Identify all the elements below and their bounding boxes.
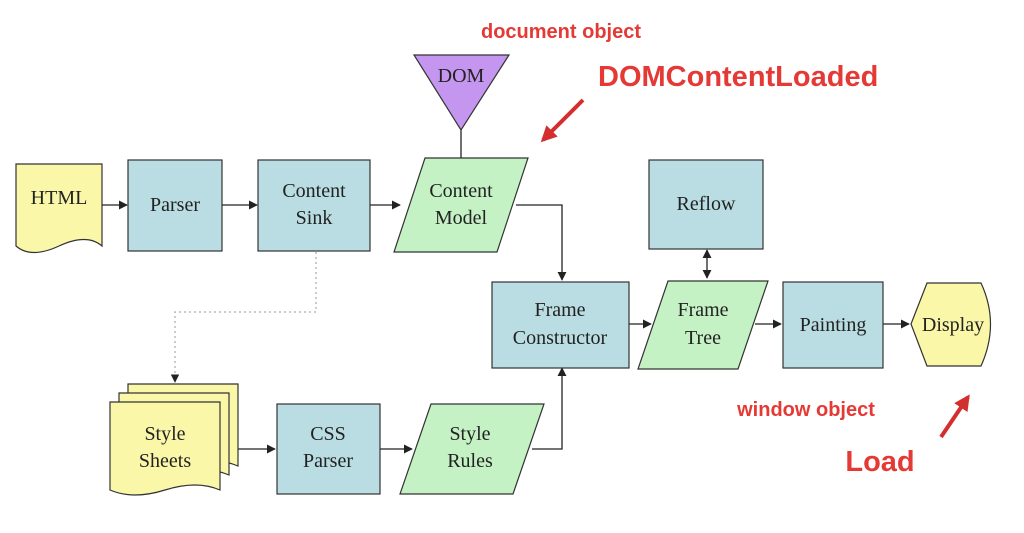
node-display: Display [910,282,992,367]
node-reflow: Reflow [648,159,764,250]
node-content-model-line1: Content [429,180,493,202]
node-painting: Painting [782,281,884,369]
node-parser-label: Parser [150,194,200,216]
node-parser: Parser [127,159,223,252]
node-frame-tree-line2: Tree [685,327,721,349]
node-css-parser-line1: CSS [310,423,346,445]
load-label: Load [845,446,914,478]
node-html: HTML [15,163,103,254]
node-content-model: Content Model [393,157,529,253]
node-content-sink: Content Sink [257,159,371,252]
node-content-sink-line1: Content [282,180,346,202]
node-style-sheets-line2: Sheets [139,450,191,472]
node-style-sheets: Style Sheets [109,383,239,496]
node-frame-tree-line1: Frame [677,299,728,321]
edge-model-constructor [516,204,567,281]
window-object-label: window object [736,399,875,421]
node-frame-tree: Frame Tree [637,280,769,370]
load-arrow [939,394,970,439]
node-dom: DOM [412,54,511,132]
dom-content-loaded-arrow [540,98,585,143]
node-content-sink-line2: Sink [296,207,333,229]
dom-content-loaded-label: DOMContentLoaded [598,61,878,93]
node-painting-label: Painting [800,314,867,336]
node-css-parser: CSS Parser [276,403,381,495]
edge-sink-stylesheets [170,252,317,383]
node-frame-constructor: Frame Constructor [491,281,630,369]
node-html-label: HTML [31,187,88,209]
node-style-rules-line2: Rules [447,450,493,472]
edge-rules-constructor [532,367,567,450]
node-display-label: Display [922,314,984,336]
node-content-model-line2: Model [435,207,488,229]
node-style-rules-line1: Style [449,423,490,445]
node-frame-constructor-line1: Frame [534,299,585,321]
node-style-sheets-line1: Style [144,423,185,445]
node-reflow-label: Reflow [677,193,736,215]
node-frame-constructor-line2: Constructor [513,327,608,349]
node-dom-label: DOM [438,65,485,87]
node-style-rules: Style Rules [399,403,545,495]
node-css-parser-line2: Parser [303,450,353,472]
document-object-label: document object [481,21,641,43]
